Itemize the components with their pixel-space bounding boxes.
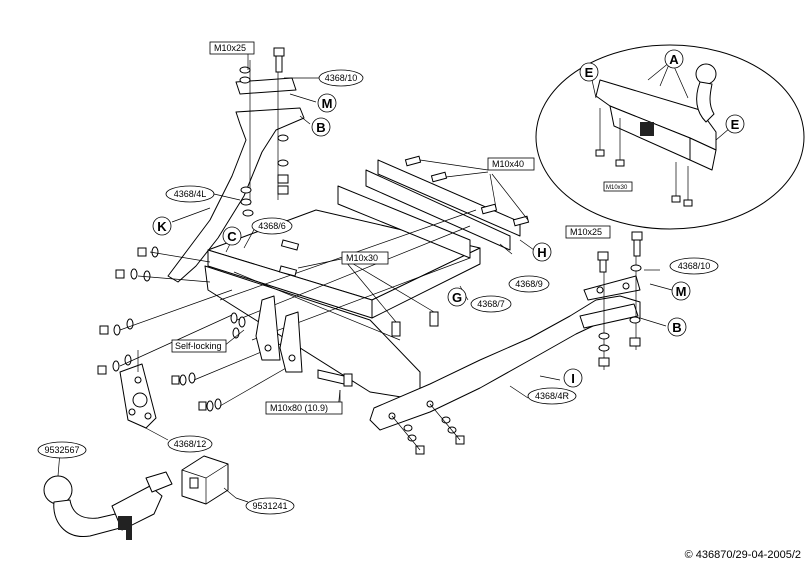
- callout-e-right: E: [725, 114, 745, 134]
- label-m10x30-detail-text: M10x30: [606, 185, 628, 191]
- electric-socket: [181, 455, 237, 505]
- label-m10x30-detail: M10x30: [603, 181, 633, 192]
- callout-m-right: M: [671, 281, 691, 301]
- oval-4368-4r-text: 4368/4R: [535, 391, 570, 401]
- label-m10x25-top: M10x25: [209, 41, 255, 55]
- left-hardware: [97, 246, 301, 412]
- oval-4368-9-text: 4368/9: [515, 279, 543, 289]
- oval-4368-10-right-text: 4368/10: [678, 261, 711, 271]
- oval-4368-6-text: 4368/6: [258, 221, 286, 231]
- callout-b-right: B: [667, 317, 687, 337]
- socket-plate: [119, 350, 157, 429]
- oval-4368-10-right: 4368/10: [669, 257, 719, 275]
- detail-view: [535, 44, 805, 230]
- right-hardware: [391, 231, 643, 455]
- bolts-m10x40: [404, 155, 530, 227]
- label-m10x25-right: M10x25: [565, 225, 611, 239]
- callout-i: I: [563, 368, 583, 388]
- label-m10x30-text: M10x30: [346, 253, 378, 263]
- oval-4368-4r: 4368/4R: [527, 387, 577, 405]
- bolt-top-left: [239, 47, 289, 217]
- callout-g: G: [447, 287, 467, 307]
- callout-c-text: C: [227, 229, 237, 244]
- callout-i-text: I: [571, 371, 575, 386]
- label-m10x25-top-text: M10x25: [214, 43, 246, 53]
- bolts-m10x30: [278, 239, 439, 337]
- label-self-locking-text: Self-locking: [175, 341, 222, 351]
- label-self-locking: Self-locking: [171, 339, 227, 353]
- center-plate: [219, 159, 521, 341]
- label-m10x40: M10x40: [487, 157, 535, 171]
- label-m10x25-right-text: M10x25: [570, 227, 602, 237]
- oval-4368-12: 4368/12: [167, 435, 213, 453]
- label-m10x40-text: M10x40: [492, 159, 524, 169]
- oval-9531241-text: 9531241: [252, 501, 287, 511]
- callout-h: H: [532, 242, 552, 262]
- oval-4368-7: 4368/7: [470, 295, 512, 313]
- callout-b-right-text: B: [672, 320, 681, 335]
- callout-a: A: [664, 49, 684, 69]
- callout-a-text: A: [669, 52, 679, 67]
- callout-c: C: [222, 226, 242, 246]
- callout-e-left: E: [579, 62, 599, 82]
- socket-brackets: [255, 295, 303, 373]
- oval-4368-7-text: 4368/7: [477, 299, 505, 309]
- oval-9532567-text: 9532567: [44, 445, 79, 455]
- callout-k-text: K: [157, 219, 167, 234]
- callout-g-text: G: [452, 290, 462, 305]
- callout-e-left-text: E: [585, 65, 594, 80]
- callout-m-top: M: [317, 93, 337, 113]
- oval-4368-10-top: 4368/10: [318, 69, 364, 87]
- label-m10x80-text: M10x80 (10.9): [270, 403, 328, 413]
- callout-k: K: [152, 216, 172, 236]
- oval-4368-9: 4368/9: [508, 275, 550, 293]
- bolt-m10x80: [317, 369, 353, 404]
- oval-9531241: 9531241: [245, 497, 295, 515]
- callout-h-text: H: [537, 245, 546, 260]
- callout-m-right-text: M: [676, 284, 687, 299]
- callout-b-top: B: [311, 117, 331, 137]
- callout-b-top-text: B: [316, 120, 325, 135]
- label-m10x30: M10x30: [341, 251, 389, 265]
- tow-ball: [43, 471, 173, 540]
- copyright-text: © 436870/29-04-2005/2: [684, 549, 801, 561]
- oval-9532567: 9532567: [37, 441, 87, 459]
- oval-4368-6: 4368/6: [251, 217, 293, 235]
- label-m10x80: M10x80 (10.9): [265, 401, 343, 415]
- oval-4368-12-text: 4368/12: [174, 439, 207, 449]
- callout-m-top-text: M: [322, 96, 333, 111]
- oval-4368-10-top-text: 4368/10: [325, 73, 358, 83]
- oval-4368-4l: 4368/4L: [165, 185, 215, 203]
- callout-e-right-text: E: [731, 117, 740, 132]
- oval-4368-4l-text: 4368/4L: [174, 189, 207, 199]
